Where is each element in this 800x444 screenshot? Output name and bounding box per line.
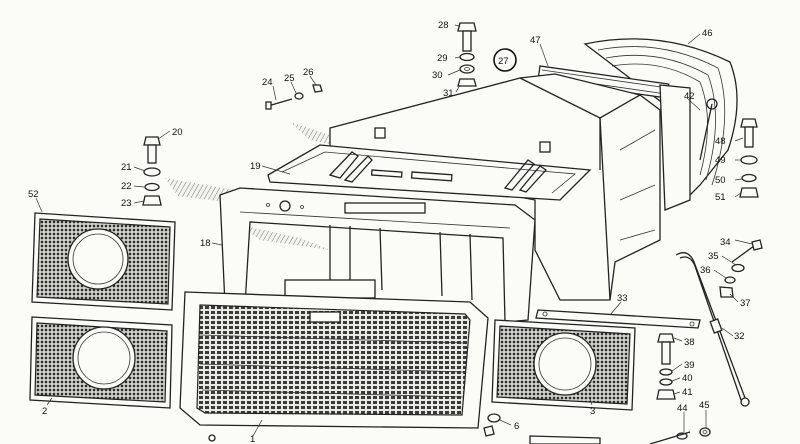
callout-24: 24 bbox=[262, 77, 273, 88]
support-rod-32 bbox=[675, 252, 750, 407]
strap-mid bbox=[240, 225, 330, 250]
callout-32: 32 bbox=[734, 331, 745, 342]
bolt-stack-34-37 bbox=[719, 239, 763, 298]
callout-26: 26 bbox=[303, 67, 314, 78]
bolt-stack-48-51 bbox=[739, 118, 759, 198]
callout-46: 46 bbox=[702, 28, 713, 39]
headlamp-bezel-2 bbox=[29, 316, 173, 409]
callout-29: 29 bbox=[437, 53, 448, 64]
callout-19: 19 bbox=[250, 161, 261, 172]
trim-strip-33 bbox=[535, 309, 701, 329]
callout-27-circle bbox=[493, 48, 517, 72]
leader-lines bbox=[35, 24, 753, 437]
callout-20: 20 bbox=[172, 127, 183, 138]
callout-30: 30 bbox=[432, 70, 443, 81]
callout-50: 50 bbox=[715, 175, 726, 186]
callout-52: 52 bbox=[28, 189, 39, 200]
callout-49: 49 bbox=[715, 155, 726, 166]
callout-39: 39 bbox=[684, 360, 695, 371]
callout-27: 27 bbox=[498, 56, 509, 67]
callout-25: 25 bbox=[284, 73, 295, 84]
callout-2: 2 bbox=[42, 406, 47, 417]
callout-45: 45 bbox=[699, 400, 710, 411]
callout-40: 40 bbox=[682, 373, 693, 384]
callout-21: 21 bbox=[121, 162, 132, 173]
callout-44: 44 bbox=[677, 403, 688, 414]
callout-41: 41 bbox=[682, 387, 693, 398]
callout-38: 38 bbox=[684, 337, 695, 348]
callout-34: 34 bbox=[720, 237, 731, 248]
misc-hardware-bottom bbox=[208, 413, 711, 444]
callout-18: 18 bbox=[200, 238, 211, 249]
callout-36: 36 bbox=[700, 265, 711, 276]
callout-23: 23 bbox=[121, 198, 132, 209]
callout-47: 47 bbox=[530, 35, 541, 46]
radiator-grille-1 bbox=[179, 291, 489, 429]
callout-37: 37 bbox=[740, 298, 751, 309]
callout-51: 51 bbox=[715, 192, 726, 203]
headlamp-bezel-3 bbox=[491, 319, 636, 411]
headlamp-bezel-52 bbox=[31, 212, 176, 311]
callout-22: 22 bbox=[121, 181, 132, 192]
callout-labels: 28 29 30 31 27 47 46 24 25 26 42 48 49 5… bbox=[28, 20, 751, 444]
blower-housing bbox=[537, 38, 738, 211]
bolt-stack-20-23 bbox=[142, 136, 162, 206]
bolt-stack-28-31 bbox=[457, 22, 477, 87]
callout-3: 3 bbox=[590, 406, 595, 417]
screw-set-24-26 bbox=[265, 84, 323, 110]
bolt-stack-38-41 bbox=[656, 333, 676, 400]
callout-33: 33 bbox=[617, 293, 628, 304]
callout-6: 6 bbox=[514, 421, 519, 432]
callout-48: 48 bbox=[715, 136, 726, 147]
callout-28: 28 bbox=[438, 20, 449, 31]
callout-35: 35 bbox=[708, 251, 719, 262]
callout-42: 42 bbox=[684, 91, 695, 102]
callout-31: 31 bbox=[443, 88, 454, 99]
top-bracket-19 bbox=[267, 144, 592, 201]
callout-1: 1 bbox=[250, 434, 255, 444]
